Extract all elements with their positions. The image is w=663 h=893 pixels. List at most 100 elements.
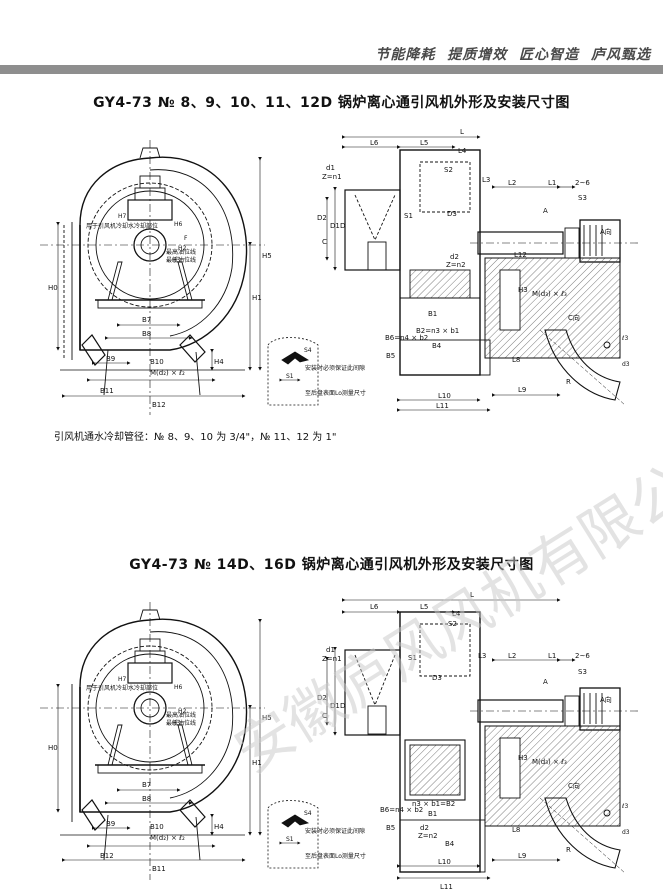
label-b5: B5 <box>386 824 395 832</box>
label-l2: L2 <box>508 179 516 187</box>
label-b8: B8 <box>142 330 151 338</box>
section1-gap-detail <box>267 337 319 406</box>
label-z-n2: Z=n2 <box>446 261 466 269</box>
label-b7: B7 <box>142 316 151 324</box>
label-h7: H7 <box>118 676 127 683</box>
label-d3-detail: d3 <box>622 361 630 368</box>
label-l: L <box>460 128 464 136</box>
section2-gap-labels: S4 S1 安装时必须保证此间隙 至后盘表面Lo测量尺寸 <box>286 810 366 860</box>
label-h1: H1 <box>252 759 262 767</box>
note-measure: 至后盘表面Lo测量尺寸 <box>305 389 366 397</box>
label-a: A <box>543 207 548 215</box>
label-b6: B6=n4 × b2 <box>380 806 423 814</box>
label-h3: H3 <box>172 720 181 727</box>
label-b7: B7 <box>142 781 151 789</box>
label-mount-bolt: M(d₂) × ℓ₂ <box>150 369 185 377</box>
label-a: A <box>543 678 548 686</box>
callout-max-oil: 最高油位线 <box>166 248 196 256</box>
label-z-n1: Z=n1 <box>322 173 342 181</box>
section2-front-labels: H7 H6 H5 H3 H2 H1 H0 H4 B7 B8 B9 B10 B12… <box>48 676 272 873</box>
label-b8: B8 <box>142 795 151 803</box>
section2-side-view <box>325 598 640 880</box>
slogan-4: 庐风甄选 <box>591 47 651 63</box>
section2-side-labels: L L6 L5 L4 S2 d1 Z=n1 L3 L2 L1 2~6 S3 S1… <box>317 591 630 891</box>
section2-title: GY4-73 № 14D、16D 锅炉离心通引风机外形及安装尺寸图 <box>129 557 534 573</box>
label-b10: B10 <box>150 358 164 366</box>
label-s4: S4 <box>304 810 312 817</box>
label-b9: B9 <box>106 355 115 363</box>
label-view-a: A向 <box>600 227 612 236</box>
label-r: R <box>566 378 571 386</box>
section1-title: GY4-73 № 8、9、10、11、12D 锅炉离心通引风机外形及安装尺寸图 <box>93 95 570 111</box>
label-view-c: C向 <box>568 781 580 790</box>
label-r: R <box>566 846 571 854</box>
label-d2-lower: d2 <box>420 824 429 832</box>
label-h4: H4 <box>214 823 224 831</box>
section1-note: 引风机通水冷却管径：№ 8、9、10 为 3/4"，№ 11、12 为 1" <box>54 432 337 443</box>
label-b1: B1 <box>428 310 437 318</box>
note-gap: 安装时必须保证此间隙 <box>305 827 365 835</box>
section1-front-labels: H7 H6 H5 H3 H2 H1 H0 H4 B7 B8 B9 B10 B11… <box>48 213 272 409</box>
label-h7: H7 <box>118 213 127 220</box>
label-l10: L10 <box>438 858 451 866</box>
label-z-n2: Z=n2 <box>418 832 438 840</box>
section1-side-labels: L L6 L5 L4 S2 d1 Z=n1 L3 L2 L1 2~6 S3 S1… <box>317 128 630 410</box>
note-measure: 至后盘表面Lo测量尺寸 <box>305 852 366 860</box>
label-l10: L10 <box>438 392 451 400</box>
label-h3-side: H3 <box>518 754 528 762</box>
label-gap-range: 2~6 <box>575 179 590 187</box>
header-slogans: 节能降耗 提质增效 匠心智造 庐风甄选 <box>375 44 651 64</box>
callout-cooling: 用于引风机冷却水冷却部位 <box>86 684 158 692</box>
label-s1: S1 <box>404 212 413 220</box>
label-b10: B10 <box>150 823 164 831</box>
label-b9: B9 <box>106 820 115 828</box>
section1-gap-labels: S4 S1 安装时必须保证此间隙 至后盘表面Lo测量尺寸 <box>286 347 366 397</box>
label-l4: L4 <box>452 610 461 618</box>
label-l3-detail: ℓ3 <box>621 335 628 342</box>
label-l6: L6 <box>370 603 379 611</box>
header-bar <box>0 65 663 74</box>
label-d2: D2 <box>317 214 327 222</box>
slogan-3: 匠心智造 <box>519 47 580 63</box>
label-d3-detail: d3 <box>622 829 630 836</box>
label-d2: D2 <box>317 694 327 702</box>
callout-max-oil: 最高油位线 <box>166 711 196 719</box>
label-s3: S3 <box>578 668 587 676</box>
section1-side-view <box>325 135 640 412</box>
label-d: D <box>340 222 345 230</box>
label-s1-detail: S1 <box>286 836 294 843</box>
label-s1-detail: S1 <box>286 373 294 380</box>
label-l3: L3 <box>482 176 490 184</box>
note-gap: 安装时必须保证此间隙 <box>305 364 365 372</box>
label-h1: H1 <box>252 294 262 302</box>
label-l12: L12 <box>514 251 527 259</box>
label-b4: B4 <box>432 342 442 350</box>
label-b12: B12 <box>152 401 166 409</box>
label-l9: L9 <box>518 386 526 394</box>
label-view-a: A向 <box>600 695 612 704</box>
label-b4: B4 <box>445 840 455 848</box>
label-m-d3: M(d₃) × ℓ₃ <box>532 290 567 298</box>
label-h6: H6 <box>174 221 183 228</box>
label-view-c: C向 <box>568 313 580 322</box>
label-s3: S3 <box>578 194 587 202</box>
label-s2: S2 <box>444 166 453 174</box>
label-m-d3: M(d₃) × ℓ₃ <box>532 758 567 766</box>
label-l8: L8 <box>512 356 520 364</box>
section1-front-view <box>40 140 265 415</box>
label-b1: B1 <box>428 810 437 818</box>
label-l3-detail: ℓ3 <box>621 803 628 810</box>
label-b12: B12 <box>100 852 114 860</box>
label-d1: d1 <box>326 164 335 172</box>
label-d1-dim: D1 <box>330 702 340 710</box>
label-l9: L9 <box>518 852 526 860</box>
label-z-n1: Z=n1 <box>322 655 342 663</box>
label-l: L <box>470 591 474 599</box>
label-h0: H0 <box>48 744 58 752</box>
label-h2: H2 <box>178 245 187 252</box>
label-b2: B2=n3 × b1 <box>416 327 459 335</box>
label-l5: L5 <box>420 603 428 611</box>
slogan-2: 提质增效 <box>447 47 508 63</box>
label-h5: H5 <box>262 714 272 722</box>
